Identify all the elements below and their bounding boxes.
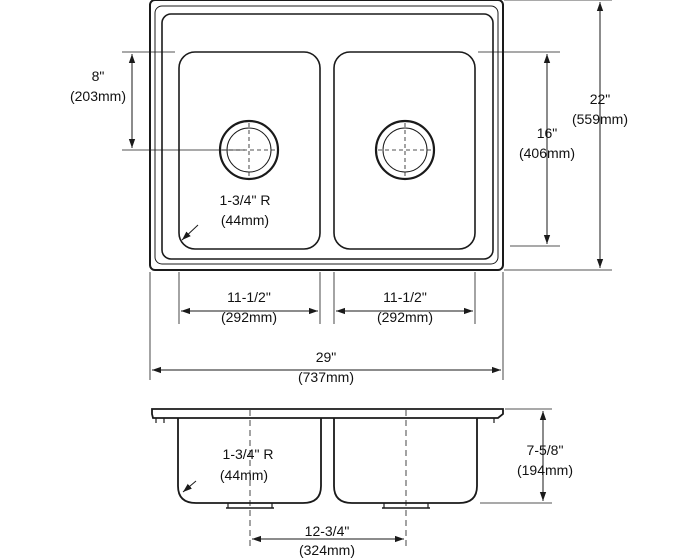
dimension-bowl-depth: 16" (406mm) [478, 51, 575, 247]
dim-16-mm-label: (406mm) [519, 145, 575, 161]
dim-1234-mm-label: (324mm) [299, 542, 355, 558]
dimension-corner-radius-side: 1-3/4" R (44mm) [182, 446, 274, 493]
dimension-left-bowl-width: 11-1/2" (292mm) [178, 272, 321, 325]
radius-top-mm-label: (44mm) [221, 212, 269, 228]
dim-29-mm-label: (737mm) [298, 369, 354, 385]
right-drain [374, 119, 436, 181]
dimension-right-bowl-width: 11-1/2" (292mm) [333, 272, 476, 325]
dim-758-mm-label: (194mm) [517, 462, 573, 478]
dim-right-width-label: 11-1/2" [383, 289, 427, 305]
dimension-overall-depth: 22" (559mm) [504, 0, 628, 271]
sink-profile [151, 408, 504, 550]
dimension-bowl-height: 7-5/8" (194mm) [480, 408, 573, 504]
dim-1234-label: 12-3/4" [305, 523, 350, 539]
dim-22-mm-label: (559mm) [572, 111, 628, 127]
dim-16-label: 16" [537, 125, 558, 141]
dim-8-mm-label: (203mm) [70, 88, 126, 104]
dim-758-label: 7-5/8" [527, 442, 564, 458]
dimension-corner-radius-top: 1-3/4" R (44mm) [181, 192, 271, 241]
dimension-overall-width: 29" (737mm) [149, 272, 504, 385]
top-view: 8" (203mm) 1-3/4" R (44mm) 16" (406mm) 2… [70, 0, 628, 385]
side-view: 7-5/8" (194mm) 1-3/4" R (44mm) 12-3/4" (… [151, 408, 573, 558]
radius-top-label: 1-3/4" R [220, 192, 271, 208]
radius-side-label: 1-3/4" R [223, 446, 274, 462]
dim-right-width-mm-label: (292mm) [377, 309, 433, 325]
dimension-drain-spacing: 12-3/4" (324mm) [252, 523, 404, 558]
dim-left-width-label: 11-1/2" [227, 289, 271, 305]
left-bowl [178, 51, 321, 250]
dim-left-width-mm-label: (292mm) [221, 309, 277, 325]
dim-22-label: 22" [590, 91, 611, 107]
dimension-drain-offset: 8" (203mm) [70, 51, 245, 151]
dim-8-label: 8" [92, 68, 105, 84]
dim-29-label: 29" [316, 349, 337, 365]
right-bowl [333, 51, 476, 250]
radius-side-mm-label: (44mm) [220, 467, 268, 483]
sink-rim-outline [149, 0, 504, 271]
